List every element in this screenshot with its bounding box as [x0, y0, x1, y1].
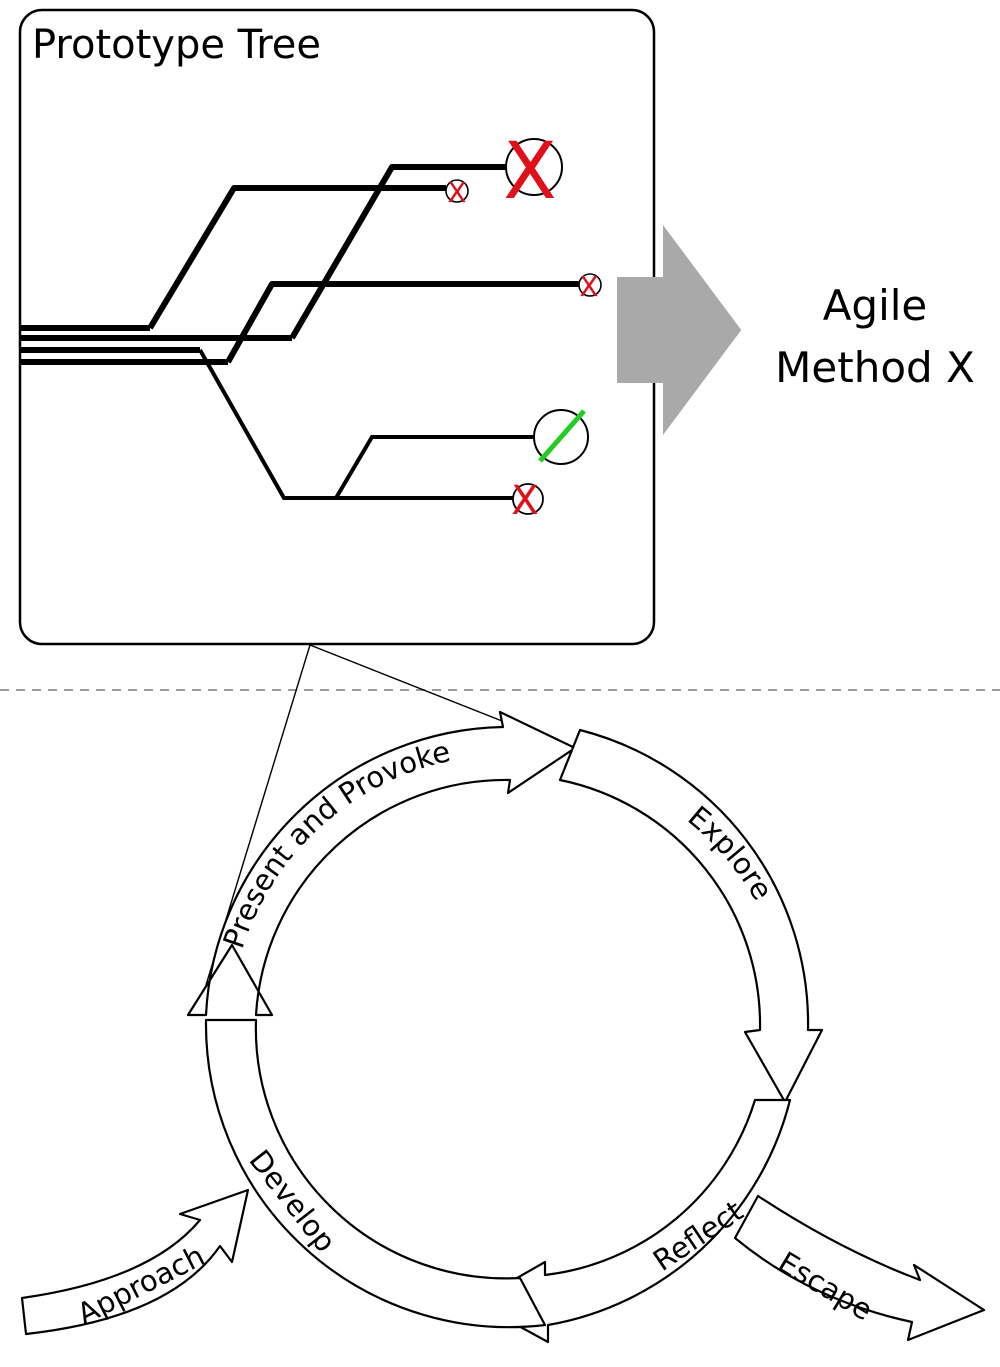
arc-develop [204, 1018, 547, 1329]
accepted-prototype [533, 409, 589, 465]
agile-method-line1: Agile [823, 281, 928, 330]
escape-arrow [733, 1194, 986, 1342]
rejected-marker-small-middle: X [579, 270, 598, 303]
arc-explore [558, 728, 824, 1104]
rejected-marker-bottom: X [511, 478, 538, 524]
rejected-marker-small-top: X [447, 176, 466, 209]
rejected-prototype-small-middle: X [578, 270, 602, 303]
cycle-ring [186, 710, 824, 1344]
accepted-check-mark [538, 409, 586, 463]
arc-present-and-provoke [186, 710, 577, 1017]
prototype-tree-panel: Prototype Tree X X [18, 8, 656, 646]
rejected-prototype-large: X [503, 127, 563, 217]
big-grey-arrow [617, 224, 742, 436]
rejected-prototype-bottom: X [511, 478, 544, 524]
arc-reflect [473, 1098, 792, 1344]
prototype-tree-branches [20, 164, 580, 500]
prototype-tree-title: Prototype Tree [32, 22, 321, 68]
agile-method-line2: Method X [775, 343, 975, 392]
rejected-marker-large: X [503, 127, 556, 217]
agile-method-label: Agile Method X [775, 281, 975, 392]
rejected-prototype-small-top: X [445, 176, 469, 209]
approach-arrow [20, 1188, 250, 1336]
